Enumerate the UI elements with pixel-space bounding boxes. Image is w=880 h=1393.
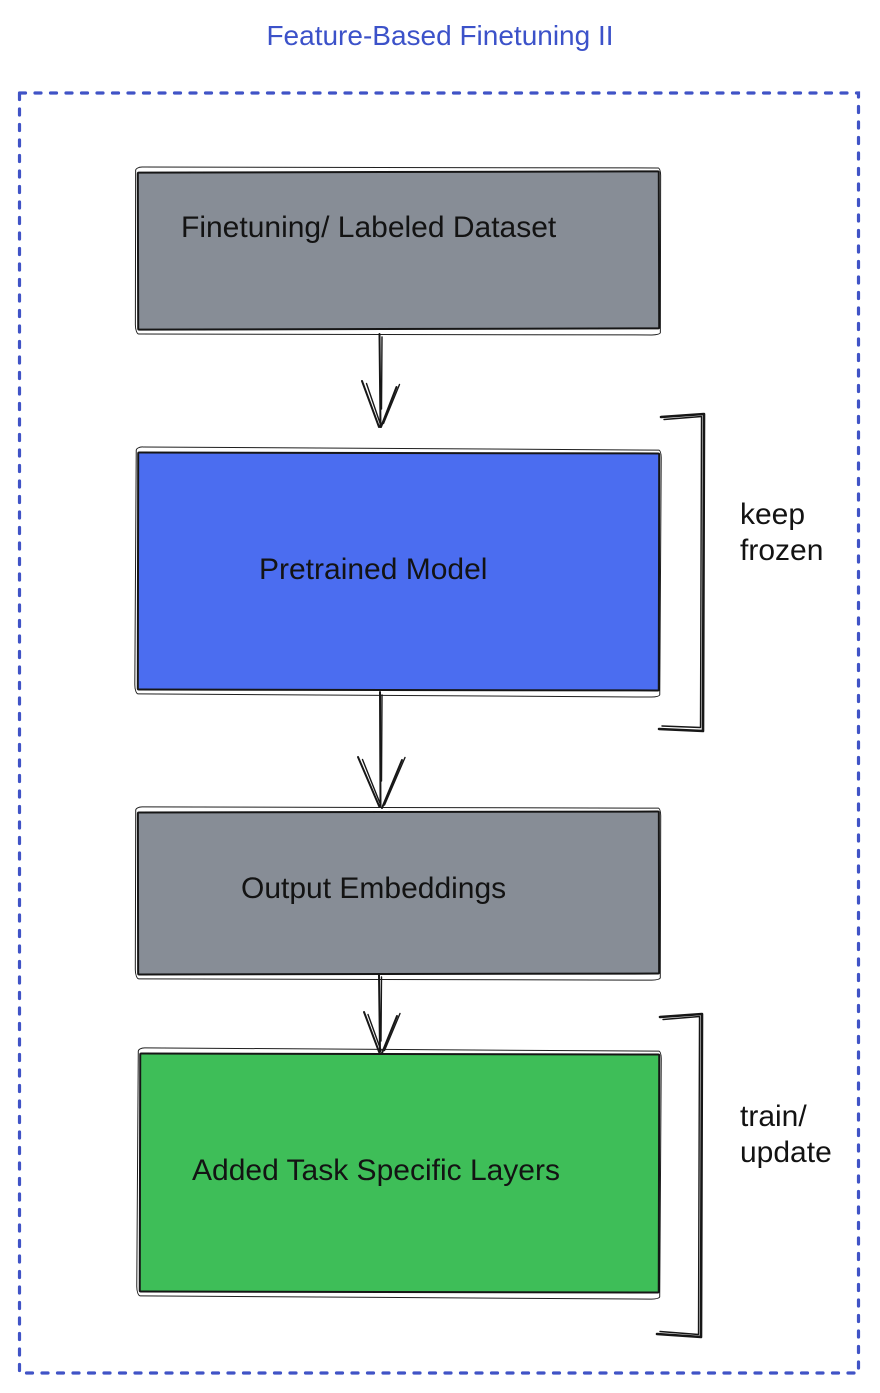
arrow-dataset-to-model-icon <box>361 333 401 428</box>
node-label-pretrained-model: Pretrained Model <box>259 553 488 586</box>
bracket-keep-frozen-icon <box>657 412 706 733</box>
annotation-train-update: train/ update <box>740 1100 832 1169</box>
node-label-finetuning-dataset: Finetuning/ Labeled Dataset <box>181 211 557 244</box>
node-label-output-embeddings: Output Embeddings <box>241 872 507 905</box>
node-label-added-task-layers: Added Task Specific Layers <box>192 1154 560 1187</box>
node-finetuning-dataset <box>136 170 661 331</box>
diagram-title: Feature-Based Finetuning II <box>266 20 614 51</box>
bracket-train-update-icon <box>655 1012 704 1339</box>
annotation-keep-frozen: keep frozen <box>740 498 824 567</box>
arrow-model-to-embeddings-icon <box>357 691 406 809</box>
arrow-embeddings-to-layers-icon <box>363 974 401 1054</box>
